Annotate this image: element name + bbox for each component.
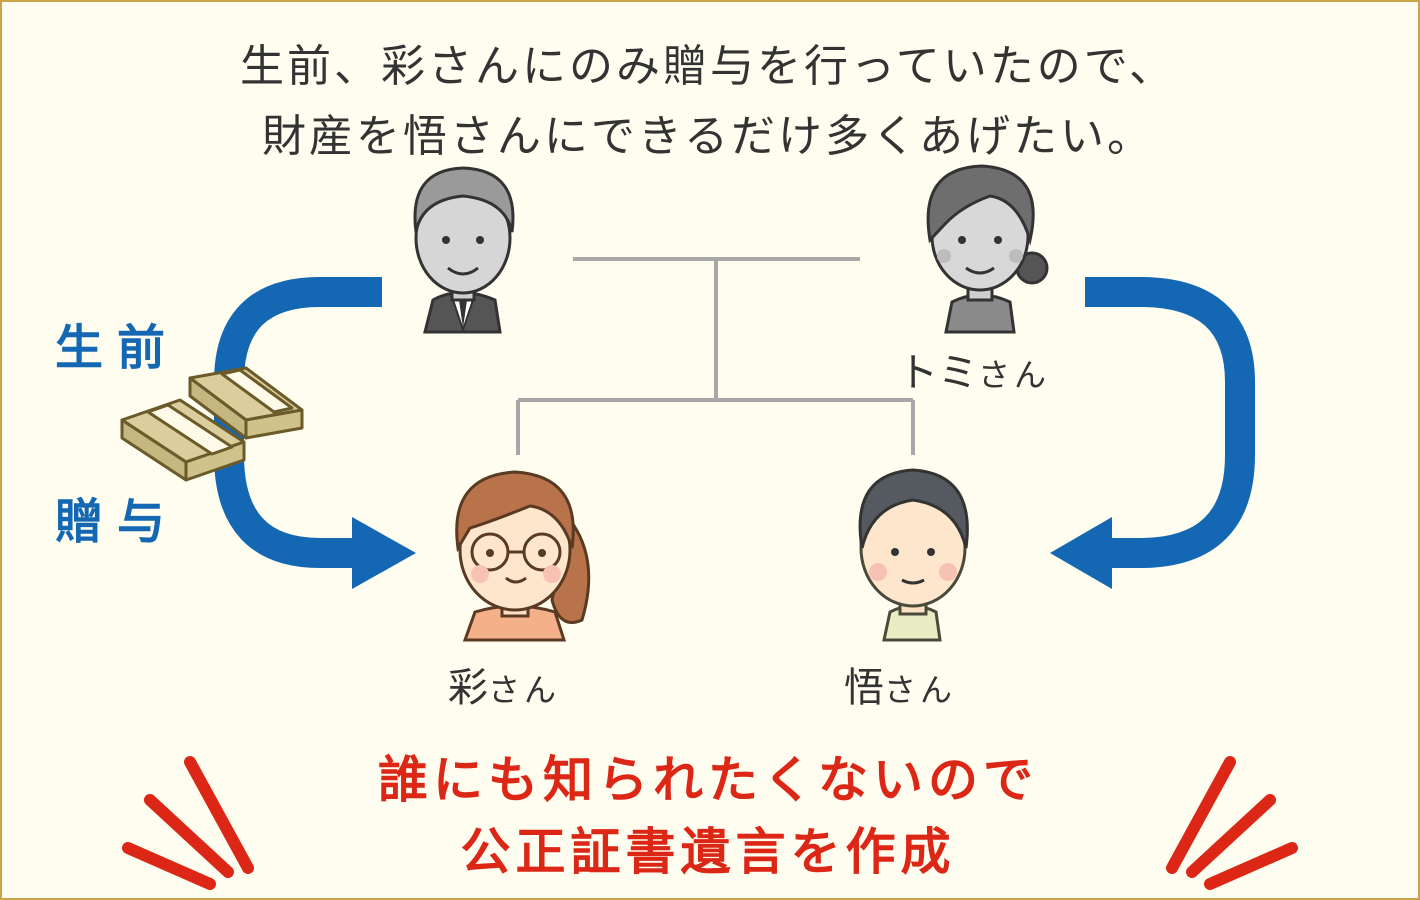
right-inheritance-arrow	[1050, 277, 1255, 589]
conclusion-line-2: 公正証書遺言を作成	[460, 823, 956, 881]
son-name-label: 悟さん	[844, 655, 956, 713]
right-emphasis-marks	[1166, 756, 1298, 890]
conclusion-line-1: 誰にも知られたくないので	[378, 751, 1038, 809]
family-tree-lines	[516, 257, 915, 455]
honorific: さん	[884, 671, 957, 709]
money-bundle-icon	[120, 366, 304, 482]
header-line-2: 財産を悟さんにできるだけ多くあげたい。	[261, 111, 1155, 162]
daughter-name: 彩	[448, 665, 488, 711]
gift-label-top: 生前	[55, 320, 180, 376]
left-gift-arrow	[214, 277, 416, 589]
mother-name-label: トミさん	[898, 340, 1050, 398]
son-name: 悟	[844, 665, 884, 711]
daughter-name-label: 彩さん	[448, 655, 560, 713]
father-avatar-icon	[413, 166, 515, 334]
honorific: さん	[978, 356, 1051, 394]
mother-avatar-icon	[926, 164, 1049, 334]
header-line-1: 生前、彩さんにのみ贈与を行っていたので、	[239, 41, 1177, 92]
honorific: さん	[488, 671, 561, 709]
son-avatar-icon	[858, 468, 969, 642]
left-emphasis-marks	[122, 756, 254, 890]
daughter-avatar-icon	[455, 470, 591, 642]
gift-label-bottom: 贈与	[55, 494, 180, 550]
mother-name: トミ	[898, 350, 978, 396]
